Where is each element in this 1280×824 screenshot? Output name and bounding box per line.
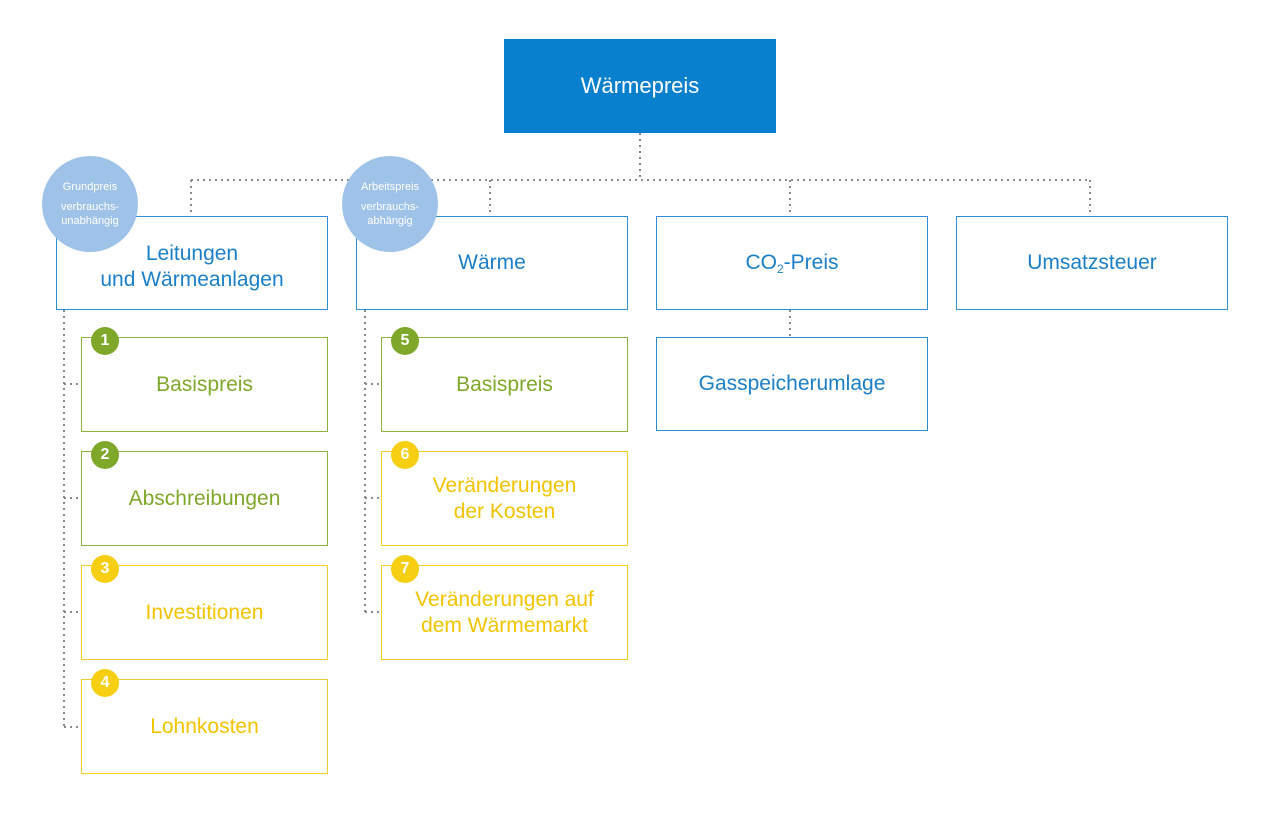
gasspeicherumlage-label: Gasspeicherumlage	[698, 372, 886, 395]
bubble-grundpreis: Grundpreis verbrauchs- unabhängig	[42, 156, 138, 252]
left-item-1: Basispreis	[81, 337, 328, 432]
middle-item-7-badge: 7	[391, 555, 419, 583]
category-co2-preis: CO2-Preis	[656, 216, 928, 310]
bubble-arbeitspreis-title: Arbeitspreis	[360, 181, 420, 193]
category-leitungen-label: Leitungen und Wärmeanlagen	[100, 242, 284, 291]
left-item-3: Investitionen	[81, 565, 328, 660]
left-item-2-label: Abschreibungen	[128, 486, 281, 510]
left-item-4-label: Lohnkosten	[150, 714, 259, 738]
category-co2-label: CO2-Preis	[745, 251, 839, 276]
category-umsatzsteuer: Umsatzsteuer	[956, 216, 1228, 310]
middle-item-6-label: Veränderungen der Kosten	[432, 473, 577, 523]
left-item-4: Lohnkosten	[81, 679, 328, 774]
middle-item-6: Veränderungen der Kosten	[381, 451, 628, 546]
root-label: Wärmepreis	[580, 73, 700, 98]
left-item-2: Abschreibungen	[81, 451, 328, 546]
left-item-3-badge: 3	[91, 555, 119, 583]
middle-item-5-badge: 5	[391, 327, 419, 355]
node-gasspeicherumlage: Gasspeicherumlage	[656, 337, 928, 431]
root-node-waermepreis: Wärmepreis	[504, 39, 776, 133]
bubble-grundpreis-subtitle: verbrauchs- unabhängig	[60, 201, 120, 227]
middle-item-5: Basispreis	[381, 337, 628, 432]
left-item-1-label: Basispreis	[156, 372, 253, 396]
middle-item-6-badge: 6	[391, 441, 419, 469]
middle-item-7-label: Veränderungen auf dem Wärmemarkt	[415, 587, 594, 637]
category-umsatzsteuer-label: Umsatzsteuer	[1027, 251, 1157, 274]
category-waerme-label: Wärme	[458, 251, 526, 274]
bubble-arbeitspreis: Arbeitspreis verbrauchs- abhängig	[342, 156, 438, 252]
left-item-3-label: Investitionen	[145, 600, 264, 624]
middle-item-7: Veränderungen auf dem Wärmemarkt	[381, 565, 628, 660]
bubble-arbeitspreis-subtitle: verbrauchs- abhängig	[360, 201, 420, 227]
category-leitungen-waermeanlagen: Leitungen und Wärmeanlagen	[56, 216, 328, 310]
middle-item-5-label: Basispreis	[456, 372, 553, 396]
left-item-4-badge: 4	[91, 669, 119, 697]
left-item-2-badge: 2	[91, 441, 119, 469]
left-item-1-badge: 1	[91, 327, 119, 355]
bubble-grundpreis-title: Grundpreis	[62, 181, 118, 193]
